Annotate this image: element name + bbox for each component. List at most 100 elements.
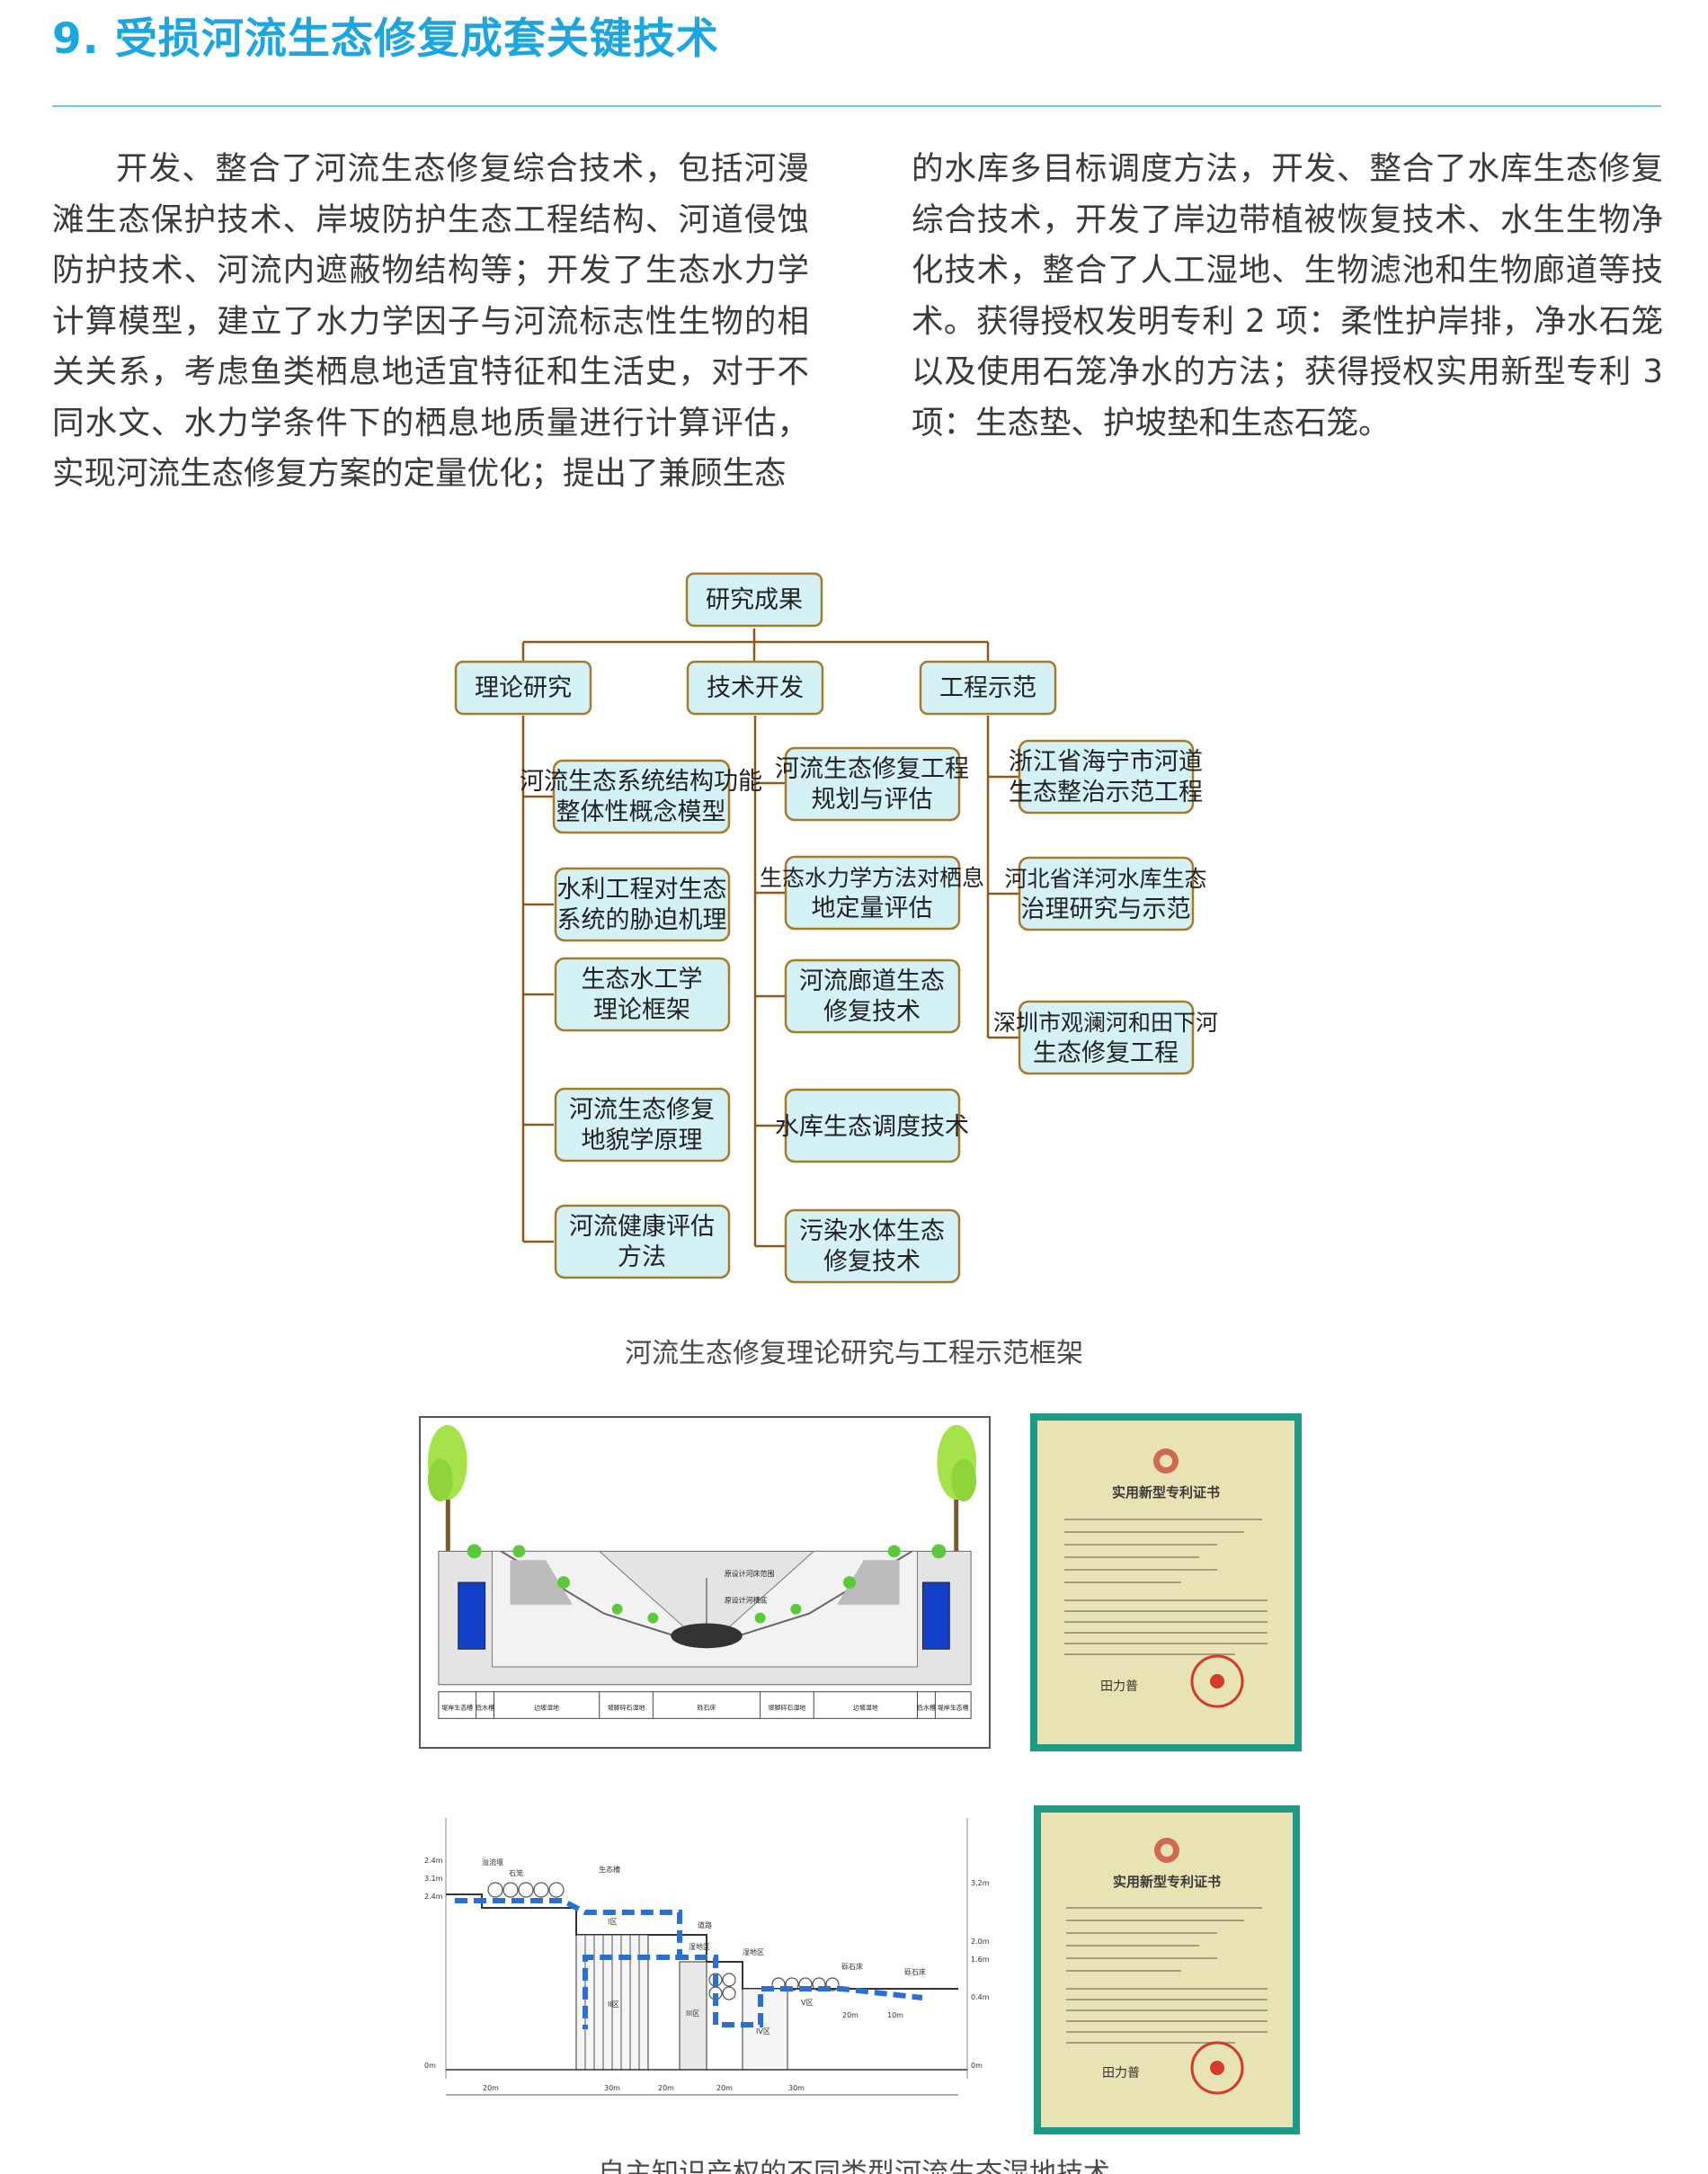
zone-label: I区 (608, 1918, 617, 1926)
river-cross-section-2: 2.4m 3.1m 2.4m 0m 3.2m 2.0m 1.6m 0.4m 0m (419, 1809, 994, 2133)
item-line: 河流生态系统结构功能 (520, 768, 762, 796)
patent-emblem-icon (1153, 1448, 1179, 1474)
item-line: 生态修复工程 (1033, 1039, 1179, 1067)
item-box (784, 746, 961, 822)
certificate-2-svg: 实用新型专利证书 田力普 (1066, 1838, 1268, 2095)
page-title: 9. 受损河流生态修复成套关键技术 (52, 14, 719, 64)
section2-label: 湿地区 (689, 1942, 710, 1951)
section2-label: 砾石床 (904, 1967, 926, 1976)
item-line: 河流廊道生态 (799, 967, 945, 995)
water-flow-arrow-icon (455, 1898, 923, 2029)
item-line: 水利工程对生态 (557, 876, 727, 904)
patent-certificate-1: 实用新型专利证书 田力普 (1030, 1413, 1302, 1751)
framework-diagram: 研究成果 理论研究 技术开发 工程示范 河流生态系统结构功能 整体性概念模型 水… (270, 572, 1456, 1300)
item-line: 规划与评估 (812, 786, 933, 814)
certificate-signature: 田力普 (1102, 2066, 1140, 2080)
framework-svg: 研究成果 理论研究 技术开发 工程示范 河流生态系统结构功能 整体性概念模型 水… (454, 572, 1218, 1284)
intro-paragraph-right: 的水库多目标调度方法，开发、整合了水库生态修复综合技术，开发了岸边带植被恢复技术… (912, 150, 1663, 441)
root-box (685, 572, 823, 628)
scale-label: 0.4m (971, 1993, 990, 2001)
branch-box (686, 660, 824, 716)
item-box (784, 855, 961, 931)
item-box (554, 867, 731, 942)
dimension-label: 10m (887, 2011, 903, 2019)
certificate-heading: 实用新型专利证书 (1112, 1484, 1220, 1501)
intro-paragraph-left: 开发、整合了河流生态修复综合技术，包括河漫滩生态保护技术、岸坡防护生态工程结构、… (52, 150, 809, 492)
ecological-tank-right (921, 1581, 950, 1650)
item-line: 河北省洋河水库生态 (1004, 866, 1206, 892)
item-line: 系统的胁迫机理 (557, 906, 727, 934)
section1-zone: 坡脚碎石湿地 (608, 1703, 645, 1711)
section2-label: 道路 (698, 1920, 712, 1929)
section1-zone: 边坡湿地 (853, 1703, 878, 1711)
certificate-signature: 田力普 (1100, 1680, 1138, 1694)
item-line: 生态水工学 (582, 966, 703, 993)
scale-label: 1.6m (971, 1956, 990, 1964)
title-divider (52, 105, 1661, 107)
branch-label: 理论研究 (475, 674, 572, 702)
certificate-1-svg: 实用新型专利证书 田力普 (1064, 1448, 1268, 1708)
section2-label: 湿地区 (743, 1947, 764, 1956)
branch-box (454, 660, 592, 716)
item-line: 浙江省海宁市河道 (1009, 748, 1203, 776)
item-box (784, 958, 961, 1034)
section2-label: 石笼 (509, 1868, 523, 1877)
dimension-label: 20m (842, 2011, 858, 2019)
item-box (552, 759, 731, 834)
official-seal-icon (1190, 1654, 1244, 1708)
dimension-label: 20m (716, 2084, 733, 2092)
certificate-paper: 实用新型专利证书 田力普 (1037, 1421, 1294, 1744)
item-line: 方法 (618, 1243, 666, 1271)
section1-zone: 边坡湿地 (534, 1703, 559, 1711)
section2-label: 溢流堰 (482, 1858, 503, 1867)
certificate-paper: 实用新型专利证书 田力普 (1041, 1813, 1293, 2127)
branch-box (919, 660, 1057, 716)
patent-certificate-2: 实用新型专利证书 田力普 (1034, 1805, 1300, 2134)
section1-zone: 低水槽 (476, 1703, 494, 1711)
scale-label: 2.4m (424, 1857, 443, 1865)
item-line: 生态水力学方法对栖息 (760, 865, 984, 891)
scale-label: 0m (971, 2062, 983, 2070)
item-line: 深圳市观澜河和田下河 (993, 1010, 1218, 1036)
item-box (1018, 856, 1195, 931)
branch-label: 工程示范 (939, 674, 1036, 702)
item-box (554, 957, 731, 1032)
item-line: 水库生态调度技术 (775, 1113, 969, 1141)
framework-caption: 河流生态修复理论研究与工程示范框架 (625, 1338, 1083, 1369)
scale-label: 2.0m (971, 1938, 990, 1946)
official-seal-icon (1190, 2041, 1244, 2095)
item-line: 整体性概念模型 (556, 798, 726, 826)
item-box (554, 1087, 731, 1163)
certificate-heading: 实用新型专利证书 (1113, 1874, 1221, 1890)
item-line: 治理研究与示范 (1021, 895, 1191, 923)
cross-section-2-svg: 2.4m 3.1m 2.4m 0m 3.2m 2.0m 1.6m 0.4m 0m (424, 1818, 990, 2096)
scale-label: 3.1m (424, 1875, 443, 1883)
item-line: 地貌学原理 (582, 1127, 703, 1154)
item-line: 河流健康评估 (569, 1213, 715, 1241)
zone-label: II区 (608, 2000, 619, 2009)
section1-label: 原设计河床范围 (725, 1569, 775, 1578)
zone-label: V区 (801, 1999, 813, 2007)
item-line: 河流生态修复工程 (775, 755, 969, 783)
item-box (784, 1088, 961, 1163)
patent-emblem-icon (1154, 1838, 1179, 1863)
item-line: 河流生态修复 (569, 1096, 715, 1124)
item-line: 地定量评估 (812, 895, 933, 922)
tree-right-icon (937, 1424, 977, 1552)
dimension-label: 20m (483, 2084, 499, 2092)
item-line: 修复技术 (823, 998, 921, 1026)
item-box (1018, 739, 1195, 815)
item-line: 修复技术 (823, 1248, 921, 1276)
scale-label: 2.4m (424, 1893, 443, 1901)
section1-zone: 砾石床 (698, 1703, 716, 1711)
river-cross-section-1: 原设计河床范围 原设计河槽底 堤岸生态槽 低水槽 边坡湿地 坡脚碎石湿地 砾石床… (419, 1416, 991, 1749)
zone-label: III区 (686, 2009, 699, 2018)
dimension-label: 30m (788, 2084, 805, 2092)
section2-label: 生态槽 (599, 1865, 620, 1874)
dimension-label: 30m (604, 2084, 620, 2092)
section2-label: 砾石床 (841, 1962, 863, 1971)
dimension-label: 20m (658, 2084, 674, 2092)
section1-zone: 堤岸生态槽 (938, 1703, 969, 1711)
item-box (1018, 1000, 1195, 1075)
item-line: 污染水体生态 (799, 1217, 945, 1245)
